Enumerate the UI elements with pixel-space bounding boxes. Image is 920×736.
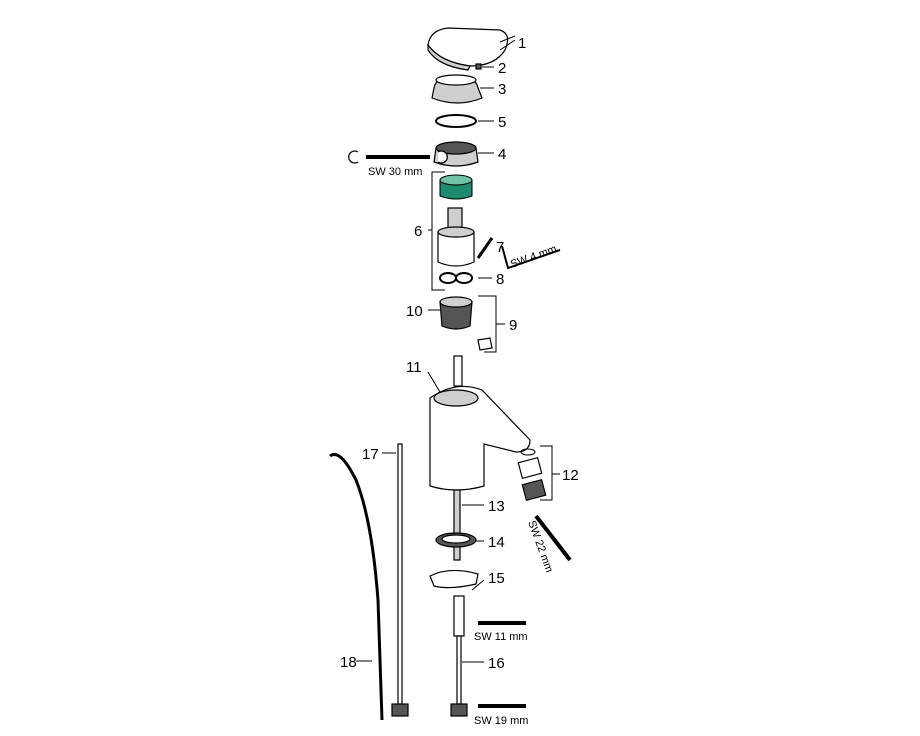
label-part-2: 2 xyxy=(498,60,506,77)
part-8-seals xyxy=(439,272,473,284)
label-part-8: 8 xyxy=(496,271,504,288)
label-part-5: 5 xyxy=(498,114,506,131)
label-part-12: 12 xyxy=(562,467,579,484)
label-part-14: 14 xyxy=(488,534,505,551)
label-part-13: 13 xyxy=(488,498,505,515)
part-16-hose xyxy=(450,595,468,717)
tool-label-sw11: SW 11 mm xyxy=(474,631,528,643)
part-11-body xyxy=(429,355,531,491)
allen-key-icon xyxy=(501,245,561,270)
part-14-ring xyxy=(435,532,477,548)
part-13-threaded-rod xyxy=(453,489,461,561)
part-12-aerator xyxy=(517,448,547,502)
label-part-11: 11 xyxy=(406,359,422,376)
tool-label-sw4: SW 4 mm xyxy=(509,243,558,271)
label-part-3: 3 xyxy=(498,81,506,98)
label-part-1: 1 xyxy=(518,35,526,52)
part-1-handle xyxy=(427,27,509,71)
part-2-screw xyxy=(475,63,482,70)
label-part-10: 10 xyxy=(406,303,423,320)
part-6-cartridge xyxy=(437,174,475,267)
part-9-clip xyxy=(477,337,493,351)
part-17-hose xyxy=(391,443,409,717)
part-10-valve xyxy=(439,296,473,330)
wrench-icon-sw22 xyxy=(534,514,572,562)
leader-lines xyxy=(356,35,560,663)
part-3-cap xyxy=(431,74,483,104)
label-part-15: 15 xyxy=(488,570,505,587)
label-part-7: 7 xyxy=(496,239,504,256)
label-part-18: 18 xyxy=(340,654,357,671)
label-part-9: 9 xyxy=(509,317,517,334)
part-5-o-ring xyxy=(435,114,477,128)
wrench-icon-sw30 xyxy=(348,150,448,164)
tool-label-sw19: SW 19 mm xyxy=(474,715,528,727)
part-7-screw xyxy=(476,237,494,259)
label-part-16: 16 xyxy=(488,655,505,672)
label-part-6: 6 xyxy=(414,223,422,240)
part-15-plate xyxy=(429,569,479,589)
part-18-lift-rod xyxy=(329,453,384,721)
tool-label-sw22: SW 22 mm xyxy=(525,519,555,574)
label-part-17: 17 xyxy=(362,446,379,463)
label-part-4: 4 xyxy=(498,146,506,163)
tool-label-sw30: SW 30 mm xyxy=(368,166,422,178)
